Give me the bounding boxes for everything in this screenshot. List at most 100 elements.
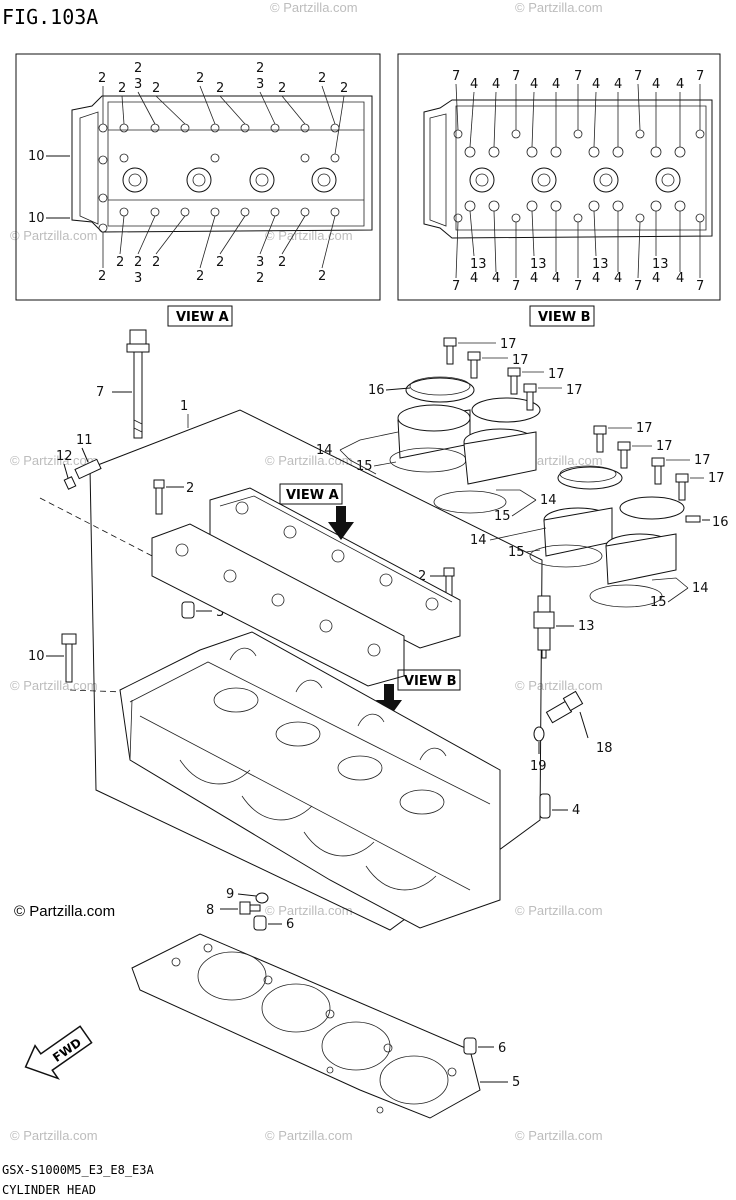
watermark: © Partzilla.com	[265, 903, 353, 918]
forward-arrow-icon: FWD	[24, 1025, 93, 1080]
view-a-callout: 2	[118, 81, 126, 96]
callout-17d: 17	[566, 383, 583, 398]
view-b-callout: 4	[470, 77, 478, 92]
view-b-callout: 4	[530, 271, 538, 286]
watermark: © Partzilla.com	[265, 1128, 353, 1143]
watermark: © Partzilla.com	[10, 678, 98, 693]
cylinder-head-gasket	[131, 933, 481, 1119]
view-b-callout: 4	[676, 271, 684, 286]
dowel-pin-4	[539, 793, 551, 819]
intake-pipe-group-2	[529, 425, 701, 608]
view-a-callout: 2	[98, 269, 106, 284]
callout-17h: 17	[708, 471, 725, 486]
callout-17e: 17	[636, 421, 653, 436]
watermark: © Partzilla.com	[270, 0, 358, 15]
callout-15a: 15	[356, 459, 373, 474]
view-a-callout: 2	[340, 81, 348, 96]
view-a-callout: 2	[98, 71, 106, 86]
watermark: © Partzilla.com	[10, 228, 98, 243]
view-a-callout: 2	[134, 61, 142, 76]
intake-pipe-group-1	[389, 337, 541, 514]
callout-16a: 16	[368, 383, 385, 398]
callout-17a: 17	[500, 337, 517, 352]
view-a-bolts	[98, 123, 340, 233]
view-b-callout: 13	[652, 257, 669, 272]
view-a-top-callouts: 2 2 2 3 2 2 2 2 3 2 2 2	[98, 61, 348, 96]
watermark: © Partzilla.com	[515, 678, 603, 693]
dowel-pin-6	[253, 915, 267, 931]
callout-14a: 14	[316, 443, 333, 458]
callout-17g: 17	[694, 453, 711, 468]
view-a-callout: 2	[278, 255, 286, 270]
watermark: © Partzilla.com	[515, 903, 603, 918]
view-a-callout: 3	[256, 77, 264, 92]
view-a-callout: 2	[134, 255, 142, 270]
view-b-head-outline	[423, 99, 713, 239]
view-a-callout: 2	[152, 81, 160, 96]
callout-6b: 6	[498, 1041, 506, 1056]
cylinder-head-bolt	[126, 329, 150, 439]
view-a-arrow: VIEW A	[279, 483, 354, 540]
dowel-pin	[181, 601, 195, 619]
callout-12: 12	[56, 449, 73, 464]
view-b-callout: 4	[470, 271, 478, 286]
model-code: GSX-S1000M5_E3_E8_E3A	[2, 1163, 154, 1177]
callout-5: 5	[512, 1075, 520, 1090]
spark-plug	[533, 595, 555, 659]
view-b-callout: 7	[696, 69, 704, 84]
callout-14d: 14	[692, 581, 709, 596]
view-b-callout: 13	[592, 257, 609, 272]
view-a-callout: 2	[116, 255, 124, 270]
gasket-washer	[533, 726, 545, 742]
cylinder-head	[119, 631, 501, 929]
view-a-callout: 2	[318, 269, 326, 284]
figure-code: FIG.103A	[2, 5, 98, 29]
view-a-callout: 3	[134, 77, 142, 92]
view-b-panel: 7 4 4 7 4 4 7 4 4 7 4 4 7 7 4 4 7	[397, 53, 721, 301]
callout-2a: 2	[186, 481, 194, 496]
callout-2b: 2	[418, 569, 426, 584]
callout-10: 10	[28, 649, 45, 664]
view-a-callout: 2	[196, 269, 204, 284]
temperature-sensor	[545, 690, 584, 724]
callout-15d: 15	[650, 595, 667, 610]
view-b-frame	[397, 53, 721, 301]
cam-cap-bolt	[153, 479, 165, 515]
callout-15c: 15	[508, 545, 525, 560]
callout-15b: 15	[494, 509, 511, 524]
assembly-frame	[39, 409, 543, 931]
camshaft-holder	[151, 487, 461, 687]
view-b-callout: 7	[512, 69, 520, 84]
view-b-callout: 4	[530, 77, 538, 92]
watermark: © Partzilla.com	[10, 453, 98, 468]
view-a-callout: 3	[134, 271, 142, 286]
watermark: © Partzilla.com	[515, 0, 603, 15]
view-b-bolts	[453, 129, 705, 223]
view-a-label-text: VIEW A	[176, 310, 229, 325]
view-a-callout: 2	[216, 255, 224, 270]
callout-17f: 17	[656, 439, 673, 454]
watermark-layer: © Partzilla.com © Partzilla.com © Partzi…	[10, 0, 603, 1143]
view-b-callout: 7	[452, 279, 460, 294]
view-b-callout: 7	[574, 279, 582, 294]
view-a-arrow-label: VIEW A	[286, 488, 339, 503]
watermark: © Partzilla.com	[10, 1128, 98, 1143]
view-a-callout: 2	[196, 71, 204, 86]
view-b-top-callouts: 7 4 4 7 4 4 7 4 4 7 4 4 7	[452, 69, 704, 92]
view-b-callout: 4	[552, 271, 560, 286]
view-b-callout: 4	[552, 77, 560, 92]
view-b-callout: 13	[530, 257, 547, 272]
view-a-callout: 2	[216, 81, 224, 96]
view-b-callout: 7	[512, 279, 520, 294]
view-a-panel: 10 10 2 2 2 3 2 2 2 2 3 2 2 2 2	[15, 53, 381, 301]
view-a-callout: 2	[278, 81, 286, 96]
view-b-callout: 4	[676, 77, 684, 92]
callout-9: 9	[226, 887, 234, 902]
view-b-arrow-label: VIEW B	[404, 674, 457, 689]
view-a-callout: 10	[28, 211, 45, 226]
watermark: © Partzilla.com	[515, 453, 603, 468]
callout-8: 8	[206, 903, 214, 918]
view-b-plug-holes	[469, 167, 681, 193]
callout-13: 13	[578, 619, 595, 634]
